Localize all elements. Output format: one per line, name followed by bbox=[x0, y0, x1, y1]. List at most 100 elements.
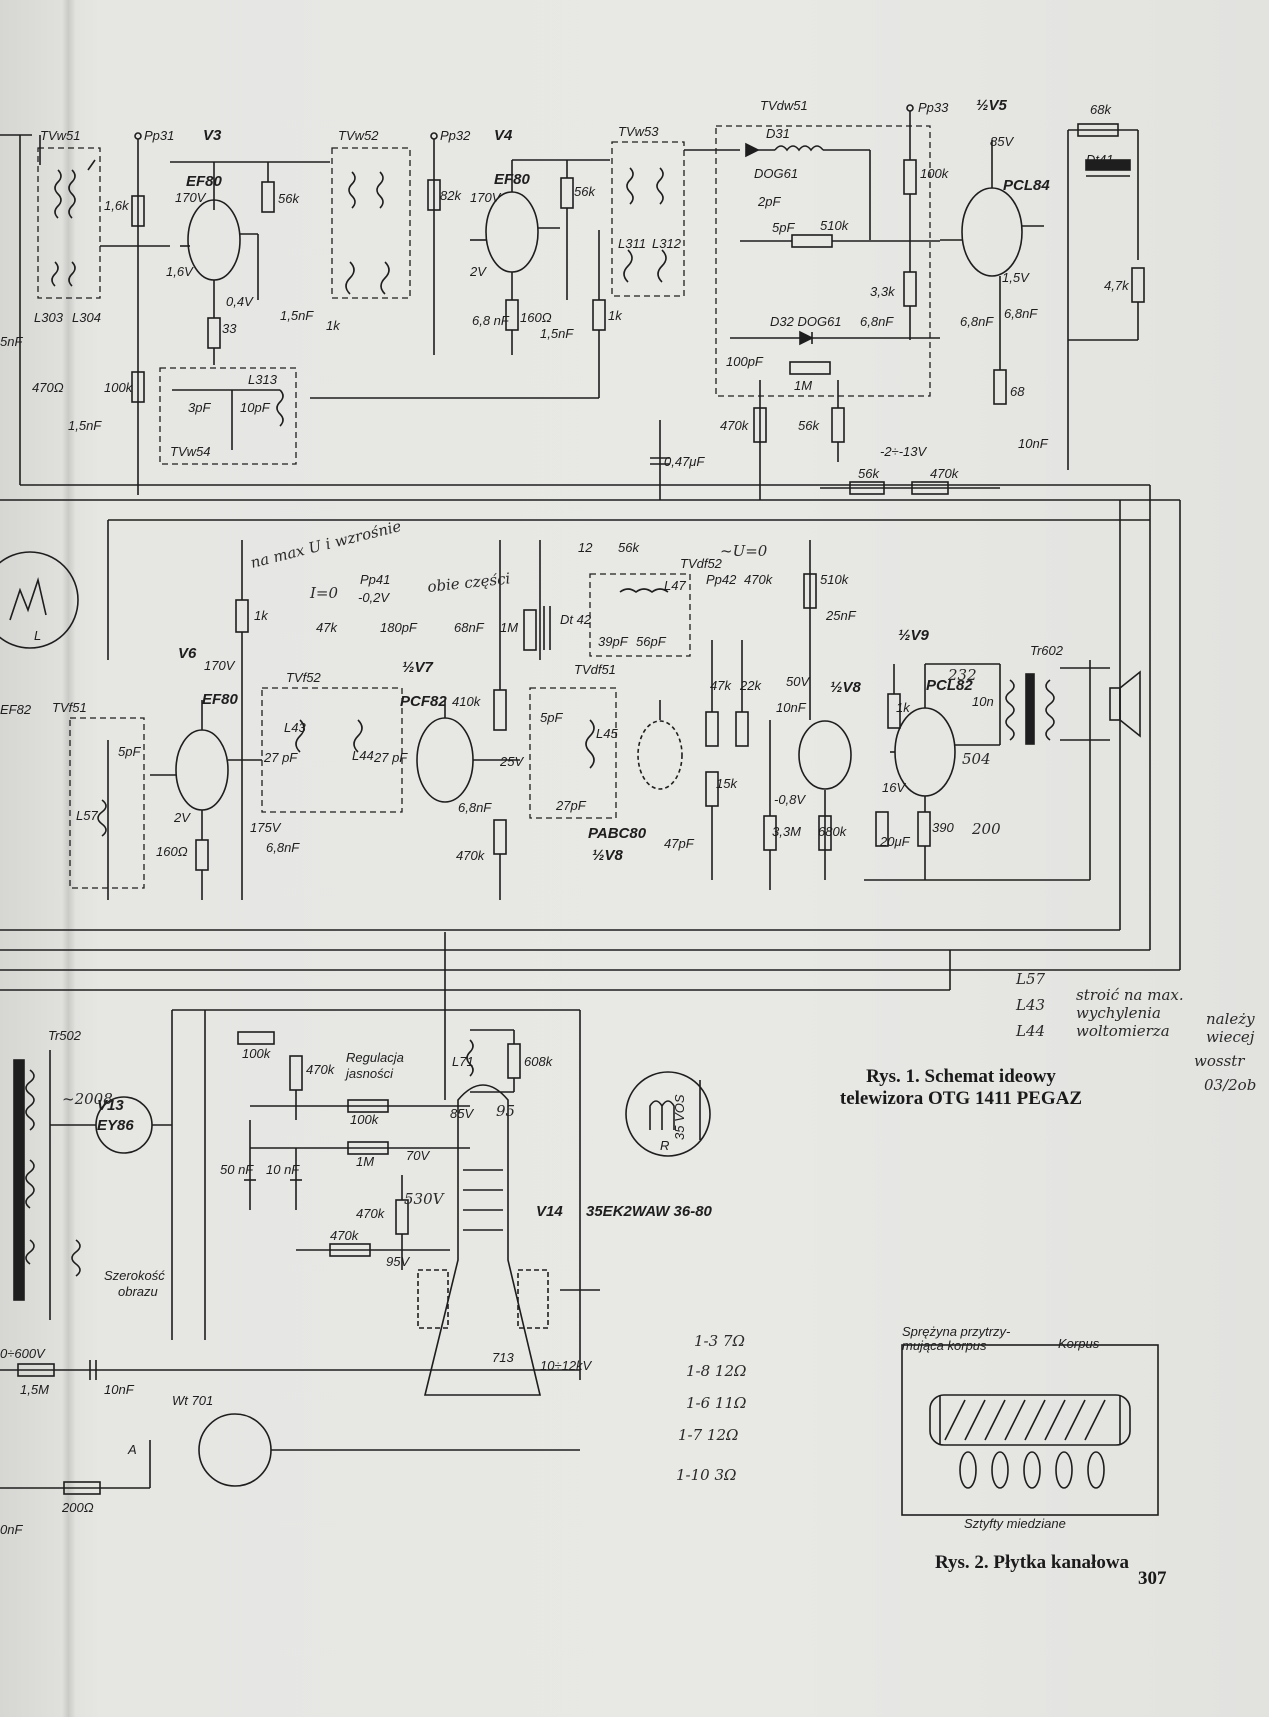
volt-02v: -0,2V bbox=[358, 590, 390, 605]
page-number: 307 bbox=[1138, 1568, 1167, 1589]
comp-l312: L312 bbox=[652, 236, 682, 251]
volt-08v: -0,8V bbox=[774, 792, 806, 807]
label-tvdw51: TVdw51 bbox=[760, 98, 808, 113]
handwritten-res-4: 1-7 12Ω bbox=[678, 1426, 738, 1444]
tube-type-v4: EF80 bbox=[494, 171, 531, 188]
comp-c68nf-g: 6,8nF bbox=[458, 800, 492, 815]
label-sztyfty: Sztyfty miedziane bbox=[964, 1516, 1066, 1531]
page-fold-shadow bbox=[62, 0, 76, 1717]
comp-r390: 390 bbox=[932, 820, 954, 835]
tube-type-v6: EF80 bbox=[202, 691, 239, 708]
comp-r1k-a: 1k bbox=[326, 318, 341, 333]
tube-type-v3: EF80 bbox=[186, 173, 223, 190]
comp-c047: 0,47μF bbox=[664, 454, 705, 469]
volt-15v: 1,5V bbox=[1002, 270, 1030, 285]
comp-r33: 33 bbox=[222, 321, 237, 336]
comp-r470k-d: 470k bbox=[456, 848, 486, 863]
handwritten-200: 200 bbox=[971, 820, 1001, 838]
tube-type-v14: 35EK2WAW 36-80 bbox=[586, 1203, 713, 1220]
handwritten-right-3: wosstr bbox=[1194, 1052, 1245, 1070]
comp-r470k-e: 470k bbox=[306, 1062, 336, 1077]
handwritten-530: 530V bbox=[404, 1190, 446, 1208]
figure-1-caption-line1: Rys. 1. Schemat ideowy bbox=[866, 1066, 1056, 1087]
comp-c15nf-b: 1,5nF bbox=[280, 308, 314, 323]
comp-r1m: 1M bbox=[794, 378, 812, 393]
comp-c27pf-a: 27 pF bbox=[263, 750, 298, 765]
comp-c27pf-b: 27 pF bbox=[373, 750, 408, 765]
handwritten-side-l44: L44 bbox=[1015, 1022, 1045, 1040]
label-pin-713: 713 bbox=[492, 1350, 514, 1365]
comp-r56k-c: 56k bbox=[798, 418, 820, 433]
handwritten-right-4: 03/2ob bbox=[1204, 1076, 1256, 1094]
comp-r1k-b: 1k bbox=[608, 308, 623, 323]
comp-c68nf: 6,8 nF bbox=[472, 313, 510, 328]
volt-600v: 0÷600V bbox=[0, 1346, 46, 1361]
tube-label-v8a: ½V8 bbox=[592, 847, 624, 864]
comp-r1k-d: 1k bbox=[896, 700, 911, 715]
label-tr602: Tr602 bbox=[1030, 643, 1064, 658]
tube-type-v7: PCF82 bbox=[400, 693, 447, 710]
comp-r510k: 510k bbox=[820, 218, 850, 233]
tube-label-v7: ½V7 bbox=[402, 659, 434, 676]
comp-r1m-b: 1M bbox=[500, 620, 518, 635]
comp-r56k-d: 56k bbox=[858, 466, 880, 481]
handwritten-res-3: 1-6 11Ω bbox=[686, 1394, 746, 1412]
volt-04v: 0,4V bbox=[226, 294, 254, 309]
comp-r160-b: 160Ω bbox=[156, 844, 188, 859]
handwritten-top-note: na max U i wzrośnie bbox=[249, 517, 404, 572]
handwritten-504: 504 bbox=[962, 750, 991, 768]
comp-l44: L44 bbox=[352, 748, 374, 763]
comp-r100k-a: 100k bbox=[104, 380, 134, 395]
volt-25v: 25V bbox=[499, 754, 524, 769]
comp-r47k-b: 47k bbox=[316, 620, 338, 635]
tube-label-v4: V4 bbox=[494, 127, 513, 144]
comp-c39pf: 39pF bbox=[598, 634, 629, 649]
comp-r33k: 3,3k bbox=[870, 284, 896, 299]
tube-label-v6: V6 bbox=[178, 645, 197, 662]
figure-1-caption-line2: telewizora OTG 1411 PEGAZ bbox=[839, 1088, 1083, 1109]
comp-c100pf: 100pF bbox=[726, 354, 764, 369]
comp-l57: L57 bbox=[76, 808, 98, 823]
label-tvw51: TVw51 bbox=[40, 128, 80, 143]
label-dt42: Dt 42 bbox=[560, 612, 592, 627]
label-tvf51: TVf51 bbox=[52, 700, 87, 715]
comp-r100k-c: 100k bbox=[242, 1046, 272, 1061]
comp-l304: L304 bbox=[72, 310, 101, 325]
label-tvdf52: TVdf52 bbox=[680, 556, 723, 571]
comp-r100k-b: 100k bbox=[920, 166, 950, 181]
comp-c12: 12 bbox=[578, 540, 593, 555]
comp-r56k-b: 56k bbox=[574, 184, 596, 199]
volt-170v-c: 170V bbox=[204, 658, 236, 673]
label-tvw53: TVw53 bbox=[618, 124, 659, 139]
tube-label-v9: ½V9 bbox=[898, 627, 930, 644]
volt-50v: 50V bbox=[786, 674, 810, 689]
label-tvdf51: TVdf51 bbox=[574, 662, 616, 677]
comp-r56k-a: 56k bbox=[278, 191, 300, 206]
testpoint-pp33: Pp33 bbox=[918, 100, 949, 115]
comp-c5nf: 5nF bbox=[0, 334, 23, 349]
volt-2v: 2V bbox=[469, 264, 487, 279]
volt-175v: 175V bbox=[250, 820, 282, 835]
label-korpus: Korpus bbox=[1058, 1336, 1100, 1351]
comp-l45: L45 bbox=[596, 726, 618, 741]
testpoint-pp41: Pp41 bbox=[360, 572, 390, 587]
label-regulacja: Regulacja bbox=[346, 1050, 404, 1065]
label-dt41: Dt41 bbox=[1086, 152, 1113, 167]
comp-l47: L47 bbox=[664, 578, 686, 593]
handwritten-res-1: 1-3 7Ω bbox=[694, 1332, 745, 1350]
label-spring-2: mująca korpus bbox=[902, 1338, 987, 1353]
comp-l43: L43 bbox=[284, 720, 306, 735]
tube-type-v8a: PABC80 bbox=[588, 825, 647, 842]
comp-r22k: 22k bbox=[739, 678, 762, 693]
comp-r1m-c: 1M bbox=[356, 1154, 374, 1169]
comp-c5pf-b: 5pF bbox=[118, 744, 141, 759]
comp-r15m: 1,5M bbox=[20, 1382, 49, 1397]
comp-c10nf-f: 0nF bbox=[0, 1522, 23, 1537]
label-l: L bbox=[34, 628, 41, 643]
comp-l313: L313 bbox=[248, 372, 278, 387]
comp-r100k-d: 100k bbox=[350, 1112, 380, 1127]
volt-16v-b: 16V bbox=[882, 780, 906, 795]
diode-d32: D32 DOG61 bbox=[770, 314, 842, 329]
